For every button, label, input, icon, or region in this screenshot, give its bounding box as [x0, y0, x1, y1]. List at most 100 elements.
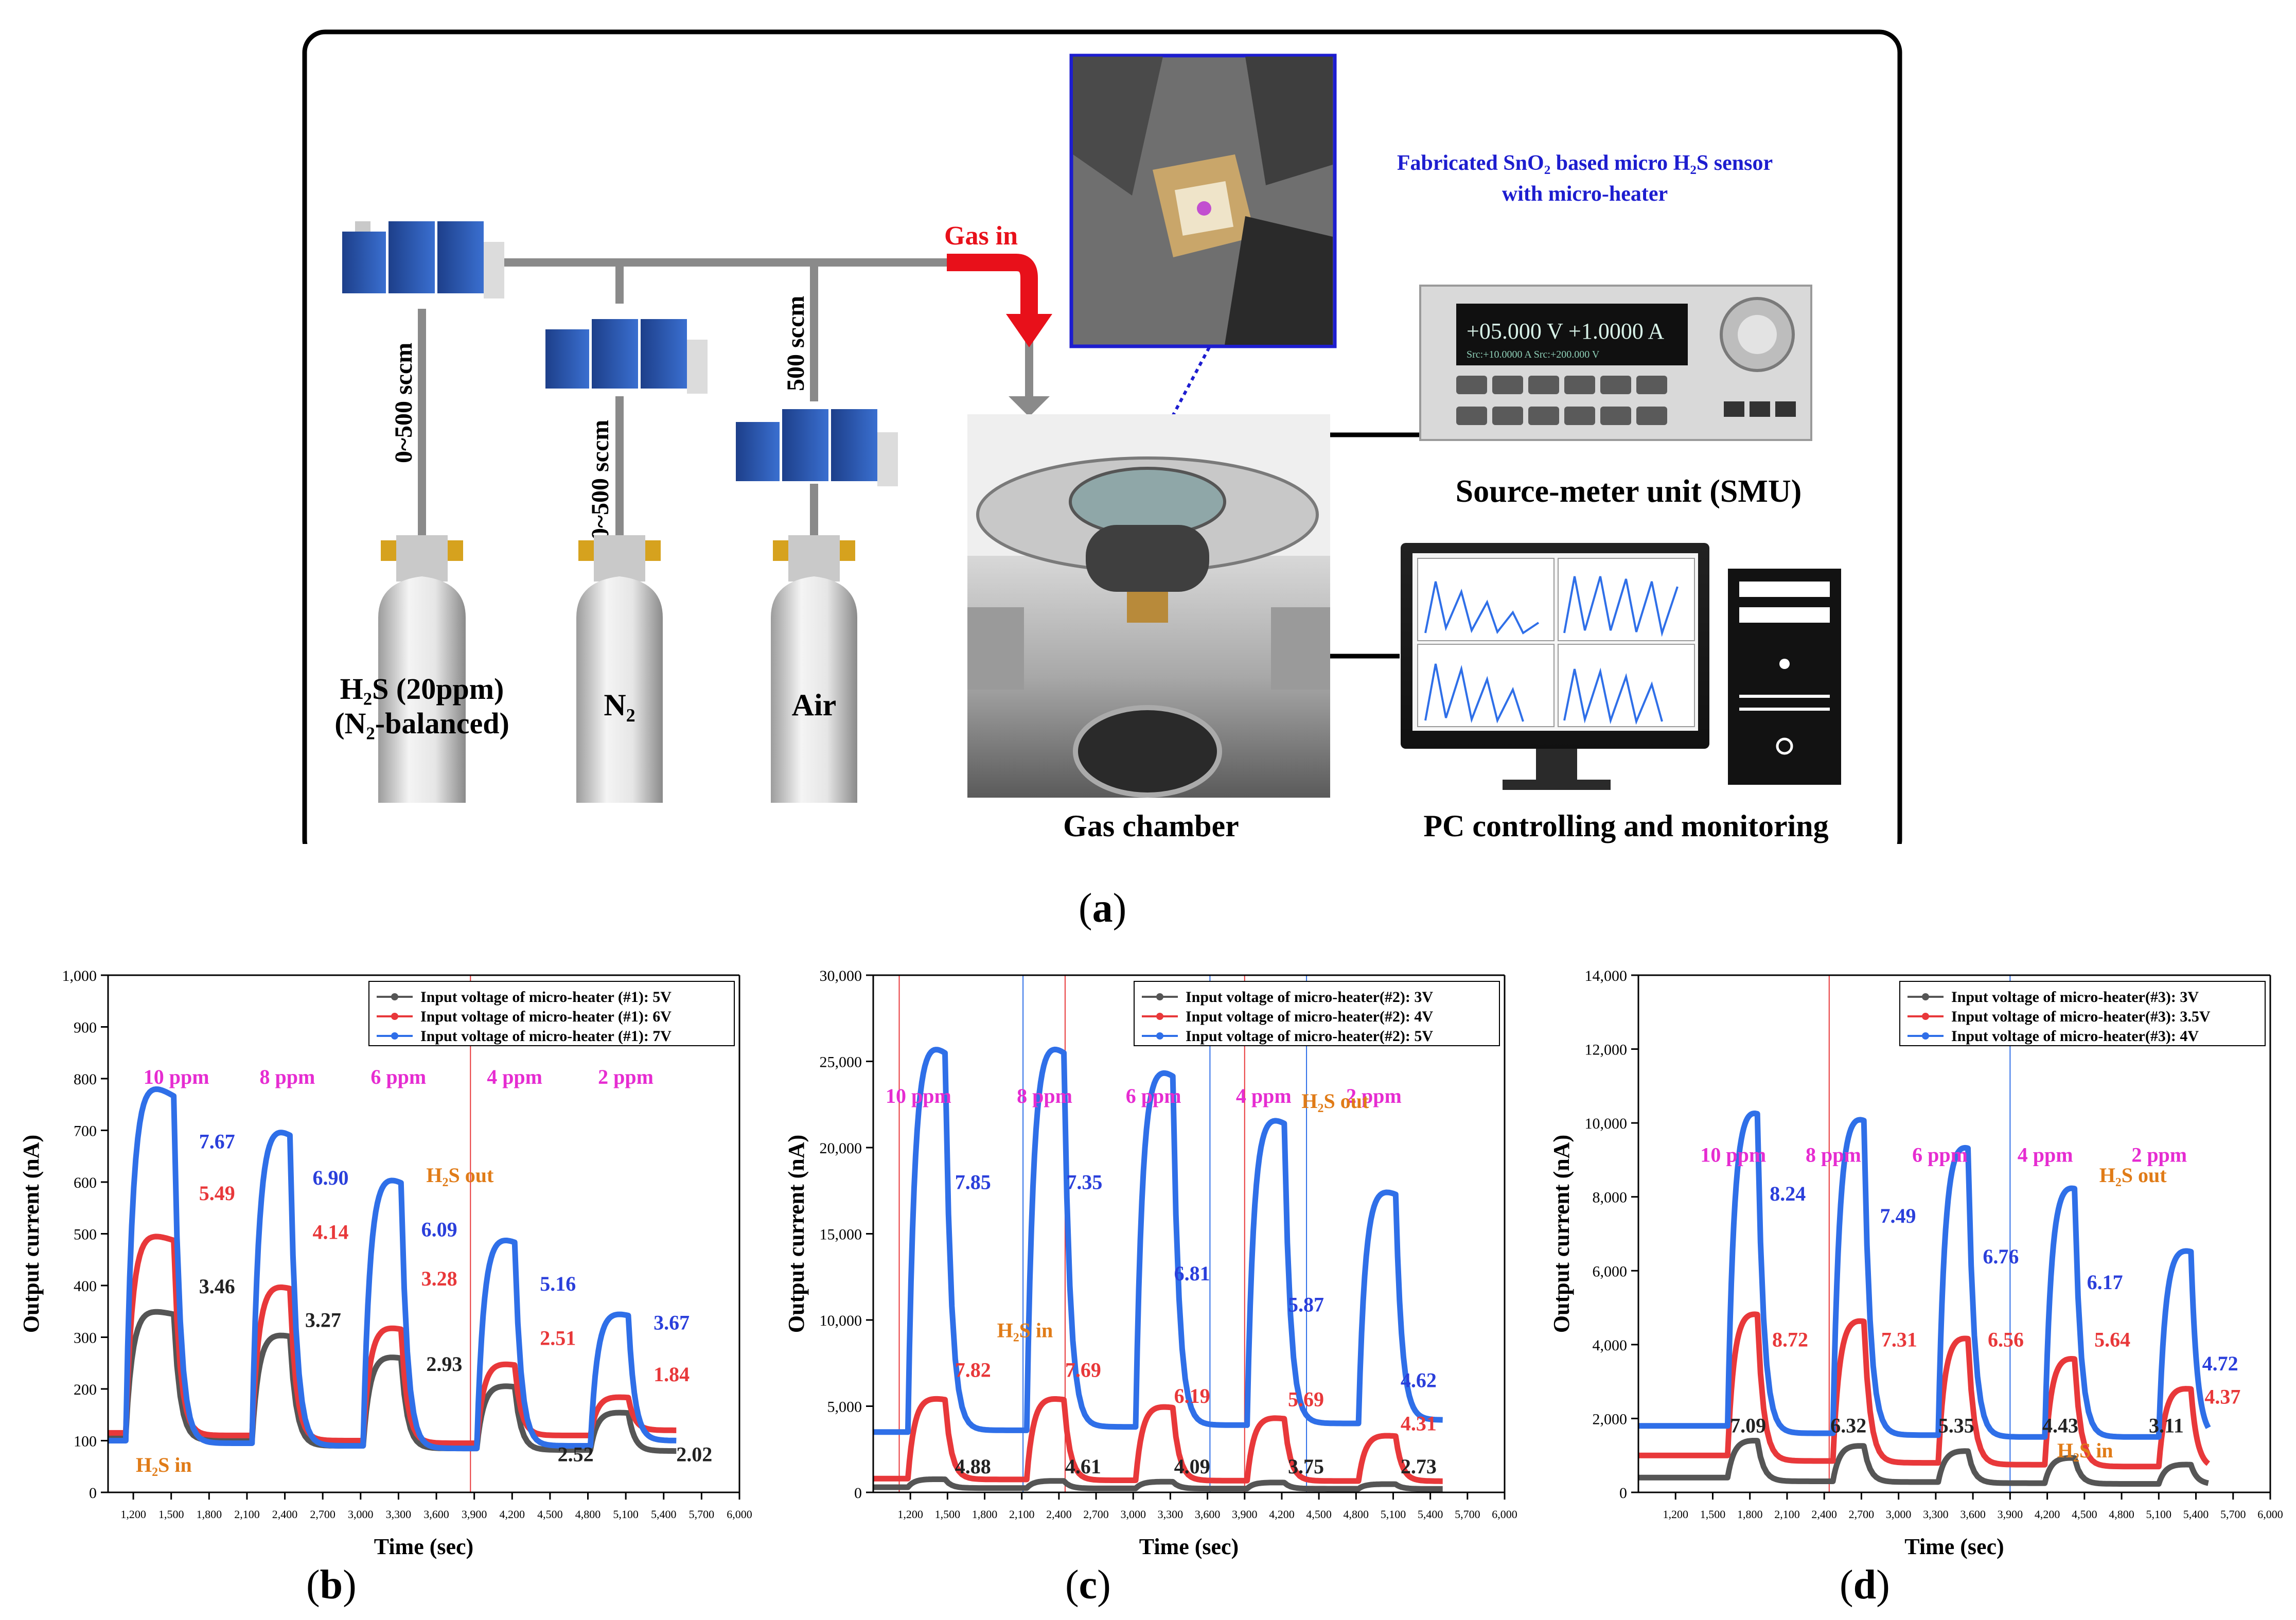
x-tick-label: 3,900: [1232, 1508, 1258, 1521]
annotation-label: 7.09: [1730, 1414, 1766, 1437]
legend-box: [1899, 981, 2266, 1046]
annotation-label: 2 ppm: [598, 1065, 654, 1088]
x-tick-label: 3,300: [1158, 1508, 1184, 1521]
y-tick-label: 600: [74, 1174, 97, 1191]
mfc-unit-1: [342, 221, 504, 298]
y-tick-label: 800: [74, 1071, 97, 1088]
annotation-label: 4.88: [955, 1455, 991, 1478]
y-tick-label: 30,000: [820, 967, 862, 984]
legend-entry-1: Input voltage of micro-heater(#3): 3V: [1951, 989, 2199, 1006]
y-axis-label: Output current (nA): [784, 1135, 809, 1333]
annotation-label: 4.61: [1065, 1455, 1101, 1478]
x-tick-label: 4,500: [1306, 1508, 1332, 1521]
annotation-label: 10 ppm: [886, 1084, 951, 1107]
annotation-label: 3.46: [199, 1275, 235, 1298]
annotation-label: 6.76: [1983, 1245, 2019, 1268]
annotation-label: 7.69: [1065, 1359, 1101, 1382]
annotation-label: 6.19: [1174, 1384, 1210, 1407]
annotation-label: 6 ppm: [370, 1065, 426, 1088]
series-line-1: [1638, 1438, 2211, 1487]
sensor-caption-line2: with micro-heater: [1502, 182, 1668, 206]
annotation-label: 6.90: [313, 1166, 349, 1189]
annotation-label: 7.82: [955, 1359, 991, 1382]
annotation-label: 2 ppm: [1346, 1084, 1402, 1107]
legend-entry-1: Input voltage of micro-heater (#1): 5V: [420, 989, 672, 1006]
annotation-label: 2.93: [426, 1352, 462, 1376]
x-tick-label: 2,700: [1083, 1508, 1109, 1521]
x-tick-label: 3,000: [1886, 1508, 1912, 1521]
x-tick-label: 3,300: [386, 1508, 412, 1521]
cylinder-n2-label: N₂: [604, 688, 635, 722]
annotation-label: 6.56: [1988, 1328, 2024, 1351]
x-tick-label: 5,400: [651, 1508, 677, 1521]
annotation-label: H₂S in: [2057, 1439, 2113, 1462]
series-line-2: [108, 1234, 677, 1446]
y-tick-label: 12,000: [1585, 1042, 1628, 1059]
y-tick-label: 0: [89, 1485, 97, 1502]
cylinder-air-label: Air: [792, 688, 837, 722]
annotation-label: 4.72: [2202, 1352, 2238, 1375]
series-line-2: [873, 1396, 1444, 1484]
x-tick-label: 5,700: [1455, 1508, 1480, 1521]
annotation-label: 7.35: [1066, 1170, 1102, 1193]
x-tick-label: 1,500: [935, 1508, 961, 1521]
y-tick-label: 900: [74, 1019, 97, 1036]
annotation-label: 4.37: [2204, 1385, 2240, 1408]
series-line-3: [873, 1046, 1444, 1435]
x-tick-label: 3,600: [1195, 1508, 1221, 1521]
legend-entry-3: Input voltage of micro-heater(#2): 5V: [1186, 1028, 1433, 1045]
annotation-label: 7.85: [955, 1170, 991, 1193]
y-tick-label: 5,000: [827, 1399, 862, 1416]
chamber-inlet-arrow: [1009, 396, 1050, 417]
x-tick-label: 1,500: [158, 1508, 184, 1521]
series-line-2: [1638, 1311, 2211, 1470]
x-tick-label: 3,900: [462, 1508, 487, 1521]
cylinder-n2: [576, 535, 663, 803]
annotation-label: 2.52: [558, 1443, 594, 1466]
cylinder-air: [771, 535, 857, 803]
annotation-label: 4.62: [1401, 1369, 1437, 1392]
annotation-label: 4 ppm: [2018, 1143, 2073, 1167]
annotation-label: 3.28: [421, 1267, 457, 1290]
annotation-label: 5.16: [540, 1272, 576, 1295]
annotation-label: 4 ppm: [1236, 1084, 1292, 1107]
annotation-label: 2.73: [1401, 1455, 1437, 1478]
y-tick-label: 4,000: [1593, 1337, 1628, 1354]
x-tick-label: 1,500: [1700, 1508, 1726, 1521]
x-tick-label: 3,600: [423, 1508, 449, 1521]
x-tick-label: 5,400: [1418, 1508, 1443, 1521]
annotation-label: 6 ppm: [1912, 1143, 1968, 1167]
x-tick-label: 1,200: [120, 1508, 146, 1521]
y-tick-label: 10,000: [820, 1312, 862, 1329]
annotation-label: 8 ppm: [1017, 1084, 1072, 1107]
y-tick-label: 400: [74, 1278, 97, 1295]
legend-box: [368, 981, 735, 1046]
series-line-1: [873, 1476, 1444, 1492]
annotation-label: 3.67: [654, 1311, 690, 1334]
y-tick-label: 200: [74, 1381, 97, 1398]
x-tick-label: 4,800: [1344, 1508, 1369, 1521]
x-tick-label: 4,200: [1269, 1508, 1295, 1521]
pc-monitor: [1401, 543, 1709, 790]
x-axis-label: Time (sec): [1904, 1534, 2004, 1559]
y-tick-label: 1,000: [62, 967, 97, 984]
annotation-label: 1.84: [654, 1363, 690, 1386]
chart-d: 02,0004,0006,0008,00010,00012,00014,0001…: [1549, 967, 2283, 1559]
gas-in-label: Gas in: [944, 221, 1018, 251]
annotation-label: 2.51: [540, 1327, 576, 1350]
x-tick-label: 4,500: [537, 1508, 563, 1521]
legend-swatch-marker: [391, 1032, 398, 1040]
y-tick-label: 700: [74, 1123, 97, 1140]
legend-swatch-marker: [1922, 1032, 1929, 1040]
x-tick-label: 2,100: [1774, 1508, 1800, 1521]
pc-label: PC controlling and monitoring: [1423, 809, 1828, 843]
legend-entry-2: Input voltage of micro-heater(#3): 3.5V: [1951, 1008, 2211, 1025]
gas-chamber-photo: [967, 414, 1330, 798]
gas-in-arrow: [947, 254, 1038, 319]
x-tick-label: 5,100: [1381, 1508, 1406, 1521]
pc-tower: [1728, 569, 1841, 785]
mfc-unit-2: [545, 319, 708, 394]
x-tick-label: 3,000: [348, 1508, 374, 1521]
y-tick-label: 10,000: [1585, 1115, 1628, 1132]
annotation-label: 3.75: [1288, 1455, 1324, 1478]
